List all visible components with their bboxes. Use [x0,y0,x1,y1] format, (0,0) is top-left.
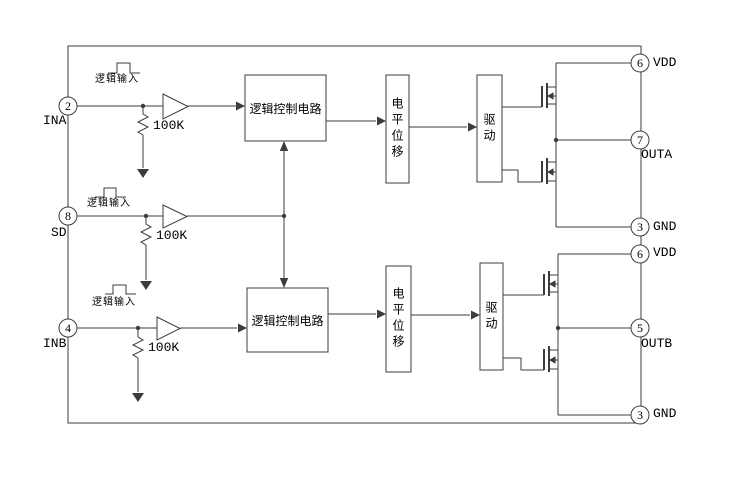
pulldown-resistor-symbol [131,328,145,402]
logic-input-label-a: 逻辑输入 [95,74,139,85]
pin-label-gnd-a: GND [653,219,677,234]
logic-control-box-b-label: 逻辑控制电路 [251,313,324,328]
pin-number-inb: 4 [65,321,71,335]
pin-label-vdd-b: VDD [653,245,677,260]
level-shift-box-b [385,265,480,373]
pin-label-sd: SD [51,225,67,240]
ina-input-wire [77,101,245,111]
logic-input-pulse-icon [108,62,140,74]
level-shift-box-a [385,74,477,184]
pulldown-resistor-symbol [139,216,153,290]
pin-number-gnd-a: 3 [637,220,643,234]
pin-number-gnd-b: 3 [637,408,643,422]
logic-control-box-a-label: 逻辑控制电路 [249,101,322,116]
pin-number-ina: 2 [65,99,71,113]
buffer-gate-symbol [156,316,182,341]
driver-box-a [476,74,542,183]
pin-label-ina: INA [43,113,67,128]
logic-input-pulse-icon [105,284,136,295]
logic-control-box-a [244,74,386,142]
buffer-gate-symbol [162,204,189,229]
pin-label-outb: OUTB [641,336,673,351]
pin-number-sd: 8 [65,209,71,223]
pin-label-outa: OUTA [641,147,673,162]
resistor-label-a: 100K [153,118,185,133]
logic-input-label-b: 逻辑输入 [92,297,136,308]
logic-input-label-sd: 逻辑输入 [87,198,131,209]
resistor-label-b: 100K [148,340,180,355]
resistor-label-sd: 100K [156,228,188,243]
pin-label-vdd-a: VDD [653,55,677,70]
output-stage-a-bus [553,62,631,228]
interlock-connector-line [279,141,289,288]
driver-box-b-label: 驱动 [484,300,498,333]
pin-label-gnd-b: GND [653,406,677,421]
pin-number-vdd-a: 6 [637,56,643,70]
pin-number-outa: 7 [637,133,643,147]
mosfet-high-side-a [541,83,556,108]
level-shift-box-a-label: 电平位移 [390,97,404,161]
mosfet-low-side-a [541,158,556,184]
pulldown-resistor-symbol [136,106,150,178]
output-stage-b-bus [555,253,631,416]
mosfet-low-side-b [543,346,558,372]
pin-label-inb: INB [43,336,67,351]
buffer-gate-symbol [162,93,190,120]
mosfet-high-side-b [543,271,558,296]
logic-control-box-b [246,287,386,353]
pin-number-outb: 5 [637,321,643,335]
driver-box-b [479,262,544,371]
logic-input-pulse-icon [95,187,126,198]
pin-number-vdd-b: 6 [637,247,643,261]
level-shift-box-b-label: 电平位移 [391,287,405,351]
pin-circles [58,53,650,425]
driver-box-a-label: 驱动 [482,112,496,145]
ic-boundary-rect [67,45,642,424]
